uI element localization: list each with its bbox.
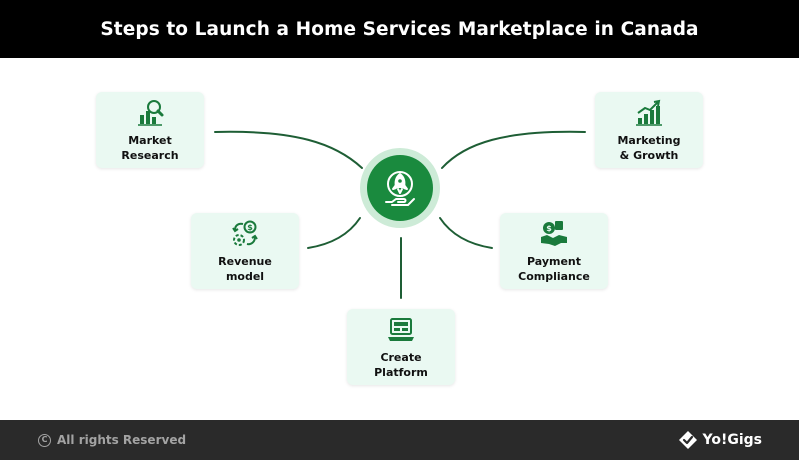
copyright-text: All rights Reserved <box>57 433 187 447</box>
brand-name: Yo!Gigs <box>702 432 763 448</box>
title-bar: Steps to Launch a Home Services Marketpl… <box>0 0 799 58</box>
node-label-payment-compliance: Payment Compliance <box>518 255 590 283</box>
connector-payment-compliance <box>439 217 493 249</box>
connector-marketing-growth <box>441 130 586 169</box>
footer-bar: C All rights Reserved Yo!Gigs <box>0 420 799 460</box>
connector-lines <box>214 130 586 299</box>
node-payment-compliance: $ Payment Compliance <box>500 213 608 289</box>
node-label-revenue-model: Revenue model <box>218 255 272 283</box>
diagram-canvas: Market Research Marketing & Growth $ <box>0 58 799 420</box>
brand-logo: Yo!Gigs <box>678 430 763 450</box>
page-title: Steps to Launch a Home Services Marketpl… <box>100 18 699 40</box>
node-create-platform: Create Platform <box>347 309 455 385</box>
node-revenue-model: $ Revenue model <box>191 213 299 289</box>
growth-chart-icon <box>636 99 662 126</box>
node-label-create-platform: Create Platform <box>374 351 428 379</box>
node-market-research: Market Research <box>96 92 204 168</box>
revenue-cycle-icon: $ <box>232 220 258 246</box>
payment-handshake-icon: $ <box>541 221 567 246</box>
hub-core <box>367 155 433 221</box>
launch-rocket-icon <box>385 171 415 206</box>
central-hub <box>360 148 440 228</box>
market-research-icon <box>138 100 164 126</box>
laptop-platform-icon <box>388 318 414 341</box>
node-label-marketing-growth: Marketing & Growth <box>617 134 681 162</box>
node-marketing-growth: Marketing & Growth <box>595 92 703 168</box>
copyright-notice: C All rights Reserved <box>38 433 186 447</box>
svg-text:$: $ <box>546 224 552 233</box>
diamond-check-icon <box>678 431 697 449</box>
node-label-market-research: Market Research <box>121 134 179 162</box>
connector-revenue-model <box>307 217 361 249</box>
copyright-icon: C <box>38 433 51 447</box>
connector-market-research <box>214 130 363 169</box>
svg-text:$: $ <box>247 223 253 232</box>
